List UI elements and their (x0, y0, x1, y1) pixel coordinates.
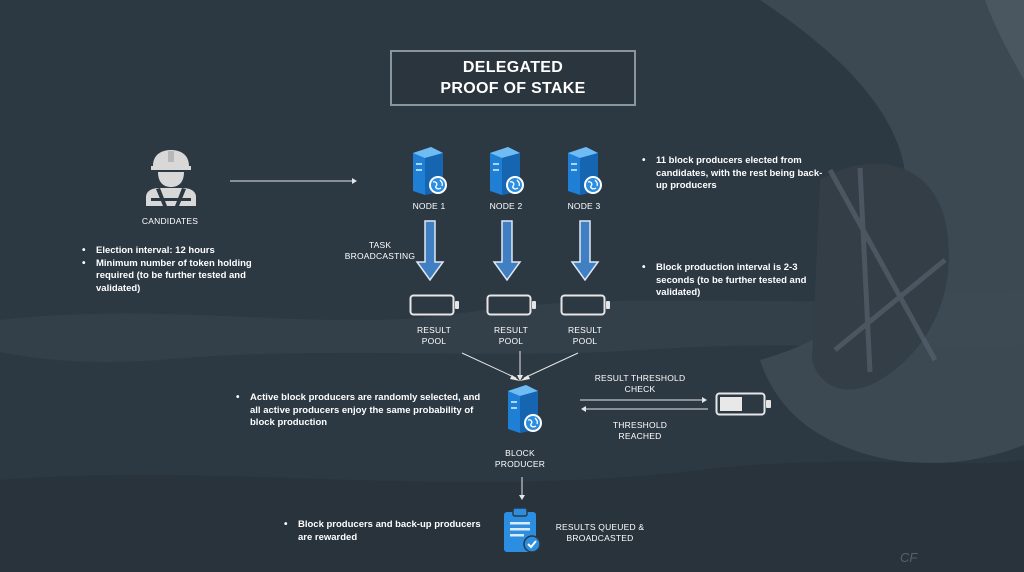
active-producers-note: Active block producers are randomly sele… (234, 392, 482, 430)
title-line-2: PROOF OF STAKE (440, 80, 586, 97)
svg-text:CF: CF (900, 550, 918, 565)
server-globe-icon (413, 147, 447, 195)
node-3-label: NODE 3 (567, 201, 601, 211)
note-election-interval: Election interval: 12 hours (82, 245, 286, 258)
rewarded-note: Block producers and back-up producers ar… (282, 519, 488, 544)
node-1-server (407, 145, 451, 202)
pools-to-producer-arrows (461, 351, 579, 381)
threshold-battery-fill (720, 397, 742, 411)
node-3-server (562, 145, 606, 202)
node-1-label: NODE 1 (412, 201, 446, 211)
block-producer-label: BLOCK PRODUCER (494, 448, 546, 469)
active-selection-note: Active block producers are randomly sele… (236, 392, 482, 430)
title-line-1: DELEGATED (462, 59, 564, 76)
producer-to-results-arrow (519, 477, 525, 500)
construction-worker-icon (146, 150, 196, 206)
task-arrow-1 (415, 220, 445, 282)
server-globe-icon (508, 385, 542, 433)
block-producer-server (502, 383, 546, 440)
task-arrow-2 (492, 220, 522, 282)
result-pool-battery-2 (486, 294, 536, 316)
candidates-to-nodes-arrow (230, 178, 357, 184)
task-arrow-3 (570, 220, 600, 282)
clipboard-check-icon (504, 507, 541, 553)
node-2-label: NODE 2 (489, 201, 523, 211)
interval-note: Block production interval is 2-3 seconds… (640, 262, 826, 300)
producers-note: 11 block producers elected from candidat… (640, 155, 826, 193)
node-2-server (484, 145, 528, 202)
producers-rewarded-note: Block producers and back-up producers ar… (284, 519, 488, 544)
note-minimum-token: Minimum number of token holding required… (82, 258, 286, 296)
result-threshold-check-label: RESULT THRESHOLD CHECK (594, 373, 686, 394)
server-globe-icon (490, 147, 524, 195)
results-queued-label: RESULTS QUEUED & BROADCASTED (555, 522, 645, 543)
result-pool-battery-3 (560, 294, 610, 316)
server-globe-icon (568, 147, 602, 195)
candidates-label: CANDIDATES (141, 216, 199, 226)
candidates-notes: Election interval: 12 hours Minimum numb… (80, 245, 286, 295)
title-box: DELEGATED PROOF OF STAKE (390, 50, 636, 106)
threshold-arrows (580, 397, 708, 412)
result-pool-battery-1 (409, 294, 459, 316)
task-broadcasting-label: TASK BROADCASTING (344, 240, 416, 261)
producers-elected-note: 11 block producers elected from candidat… (642, 155, 826, 193)
production-interval-note: Block production interval is 2-3 seconds… (642, 262, 826, 300)
threshold-battery (715, 392, 771, 416)
threshold-reached-label: THRESHOLD REACHED (612, 420, 668, 441)
